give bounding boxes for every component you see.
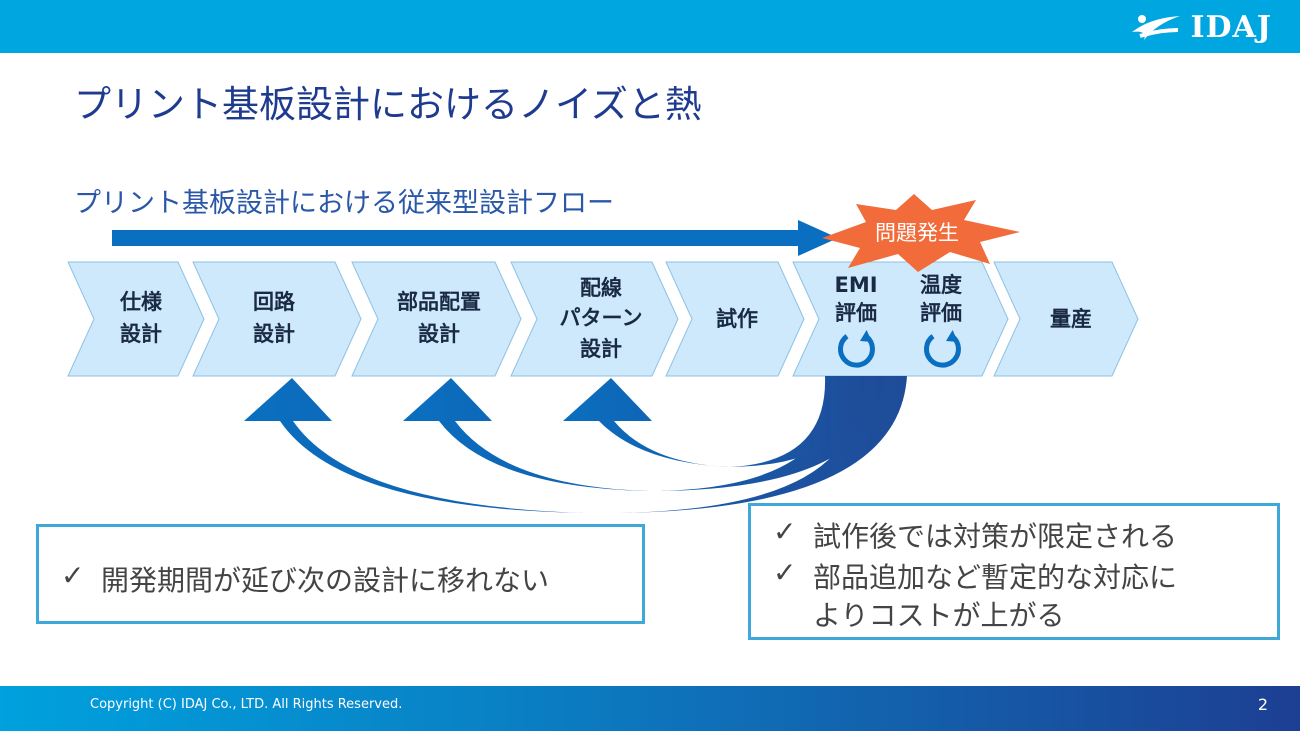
step-mass-production (993, 261, 1139, 377)
process-timeline-arrow (112, 220, 838, 256)
problem-burst: 問題発生 (822, 194, 1020, 272)
check-icon: ✓ (773, 515, 797, 548)
feedback-arrow-routing (563, 376, 866, 467)
cycle-icon (924, 330, 961, 368)
step-circuit-design (192, 261, 362, 377)
step-label: 温度 (920, 273, 962, 297)
feedback-arrow-placement (403, 376, 885, 491)
check-icon: ✓ (773, 556, 797, 589)
problem-label: 問題発生 (875, 221, 959, 245)
page-number: 2 (1257, 695, 1268, 714)
check-icon: ✓ (61, 559, 85, 592)
step-label: 量産 (1050, 307, 1092, 331)
step-evaluation (792, 261, 1009, 377)
note-box-left: ✓ 開発期間が延び次の設計に移れない (36, 524, 645, 624)
note-text: 開発期間が延び次の設計に移れない (101, 564, 550, 597)
company-logo: IDAJ (1130, 9, 1272, 45)
step-spec-design (67, 261, 205, 377)
logo-swoosh-icon (1132, 15, 1181, 40)
step-placement-design (351, 261, 522, 377)
step-label: 評価 (920, 301, 962, 325)
step-prototype (665, 261, 805, 377)
step-label: 設計 (120, 322, 162, 346)
step-label: パターン (560, 306, 643, 330)
step-label: 部品配置 (397, 290, 481, 314)
step-label: 試作 (716, 307, 758, 331)
step-label: 配線 (580, 276, 622, 300)
step-label: 設計 (418, 322, 460, 346)
top-bar: IDAJ (0, 0, 1300, 53)
copyright-text: Copyright (C) IDAJ Co., LTD. All Rights … (90, 697, 403, 712)
step-label: EMI (834, 273, 877, 297)
step-label: 評価 (835, 301, 877, 325)
footer-bar: Copyright (C) IDAJ Co., LTD. All Rights … (0, 686, 1300, 731)
step-label: 設計 (580, 337, 622, 361)
flow-subtitle: プリント基板設計における従来型設計フロー (74, 188, 614, 219)
note-text: 試作後では対策が限定される (813, 520, 1178, 553)
design-flow-diagram: 仕様 設計 回路 設計 部品配置 設計 配線 パターン 設計 試作 EMI 評価… (67, 194, 1139, 514)
page-title: プリント基板設計におけるノイズと熱 (74, 83, 702, 126)
step-label: 仕様 (119, 290, 163, 314)
step-label: 設計 (253, 322, 295, 346)
note-text-continuation: よりコストが上がる (813, 599, 1065, 632)
note-box-right: ✓ 試作後では対策が限定される ✓ 部品追加など暫定的な対応に よりコストが上が… (748, 503, 1280, 640)
cycle-icon (838, 330, 875, 368)
step-label: 回路 (253, 290, 296, 314)
logo-text: IDAJ (1190, 9, 1272, 45)
step-routing-design (510, 261, 679, 377)
note-text: 部品追加など暫定的な対応に (813, 561, 1178, 594)
